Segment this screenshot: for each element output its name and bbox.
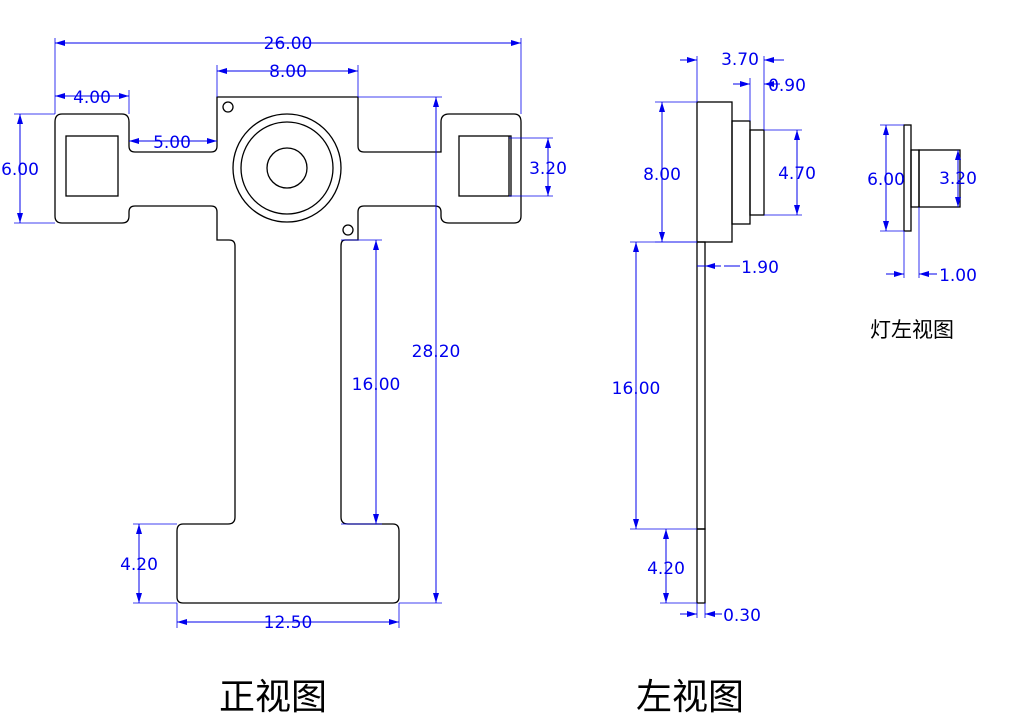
dim-stem-length: 16.00: [352, 375, 401, 395]
dim-bottom-height: 4.20: [120, 555, 158, 575]
dim-total-height: 28.20: [412, 342, 461, 362]
dim-lamp-thickness: 1.00: [939, 266, 977, 286]
dim-total-width: 26.00: [264, 34, 313, 54]
left-view-caption: 左视图: [636, 677, 745, 718]
dim-lamp-height: 6.00: [867, 170, 905, 190]
front-outline: [54, 96, 522, 604]
dim-lens-step: 0.90: [768, 76, 806, 96]
front-view: 26.00 8.00 4.00 5.00 6.00 3.20 16.00 28.: [1, 34, 567, 633]
side-fpc-bottom: [696, 528, 706, 604]
dim-wing-gap: 5.00: [153, 133, 191, 153]
dim-block-height: 8.00: [643, 165, 681, 185]
front-view-caption: 正视图: [219, 677, 328, 718]
dim-led-height: 3.20: [939, 169, 977, 189]
side-lens-step: [731, 120, 751, 225]
left-view: 3.70 0.90 8.00 4.70 1.90 16.00 4.20: [612, 50, 816, 626]
dim-board-thickness: 1.90: [741, 258, 779, 278]
dim-right-pad: 3.20: [529, 159, 567, 179]
dim-lens-depth: 3.70: [721, 50, 759, 70]
lamp-left-view-caption: 灯左视图: [870, 318, 954, 342]
lens-inner-ring: [240, 121, 334, 215]
side-main-block: [696, 101, 733, 243]
left-pad-square: [65, 135, 119, 197]
dim-side-bottom: 4.20: [647, 559, 685, 579]
dim-wing-height: 6.00: [1, 160, 39, 180]
dim-lens-height: 4.70: [778, 164, 816, 184]
lens-center: [266, 147, 308, 189]
side-lens: [749, 129, 765, 216]
lamp-led-step: [910, 149, 920, 208]
mount-hole-top: [222, 101, 234, 113]
dim-fpc-thickness: 0.30: [723, 606, 761, 626]
mount-hole-bottom: [342, 224, 354, 236]
dim-pad-width: 4.00: [73, 88, 111, 108]
dim-lens-width: 8.00: [269, 62, 307, 82]
side-fpc-stem: [696, 241, 706, 530]
lens-outer-ring: [232, 113, 342, 223]
dim-side-stem: 16.00: [612, 379, 661, 399]
lamp-left-view: 6.00 3.20 1.00: [867, 124, 977, 286]
right-pad-square: [458, 135, 512, 197]
dim-bottom-width: 12.50: [264, 613, 313, 633]
lamp-board: [903, 124, 912, 232]
